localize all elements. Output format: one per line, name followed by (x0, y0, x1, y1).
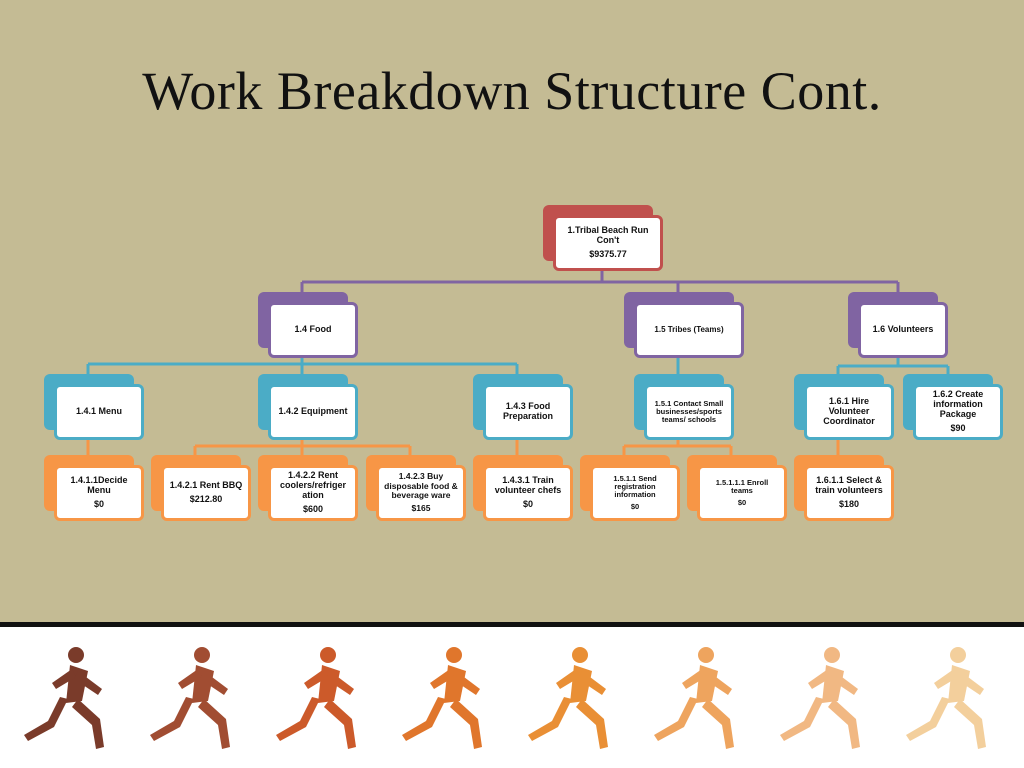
wbs-node-1-4-1-menu: 1.4.1 Menu (44, 374, 144, 440)
wbs-node-1-4-2-1-rent-bbq: 1.4.2.1 Rent BBQ $212.80 (151, 455, 251, 521)
wbs-node-1-4-2-3-buy-disposable: 1.4.2.3 Buy disposable food & beverage w… (366, 455, 466, 521)
level1-connectors (300, 268, 900, 292)
node-label: 1.5.1.1.1 Enroll teams (715, 477, 769, 495)
node-cost: $212.80 (189, 494, 223, 504)
wbs-node-1-6-1-hire-coordinator: 1.6.1 Hire Volunteer Coordinator (794, 374, 894, 440)
node-box: 1.4.3 Food Preparation (483, 384, 573, 440)
node-box: 1.6.1 Hire Volunteer Coordinator (804, 384, 894, 440)
node-box: 1.4.2.3 Buy disposable food & beverage w… (376, 465, 466, 521)
node-box: 1.5.1.1 Send registration information $0 (590, 465, 680, 521)
node-box: 1.4 Food (268, 302, 358, 358)
runner-figure (24, 647, 104, 749)
runner-figure (402, 647, 482, 749)
node-box: 1.5 Tribes (Teams) (634, 302, 744, 358)
runner-figures (24, 647, 986, 749)
wbs-node-1-6-1-1-select-train: 1.6.1.1 Select & train volunteers $180 (794, 455, 894, 521)
node-label: 1.4.2.2 Rent coolers/refriger ation (279, 470, 347, 500)
node-label: 1.4.2.3 Buy disposable food & beverage w… (384, 471, 458, 500)
node-cost: $0 (522, 498, 533, 509)
node-box: 1.6 Volunteers (858, 302, 948, 358)
wbs-node-1-5-1-contact: 1.5.1 Contact Small businesses/sports te… (634, 374, 734, 440)
level2-connectors (86, 356, 950, 374)
node-label: 1.4.1.1Decide Menu (70, 475, 128, 496)
node-label: 1.6 Volunteers (872, 324, 934, 335)
node-label: 1.5.1.1 Send registration information (613, 473, 657, 499)
node-label: 1.4.3.1 Train volunteer chefs (494, 475, 562, 496)
node-label: 1.4.1 Menu (75, 406, 122, 417)
node-cost: $0 (93, 498, 104, 509)
node-label: 1.4.2 Equipment (278, 406, 348, 417)
node-cost: $600 (302, 503, 324, 514)
wbs-node-1-4-1-1-decide-menu: 1.4.1.1Decide Menu $0 (44, 455, 144, 521)
node-label: 1.6.1.1 Select & train volunteers (815, 475, 883, 496)
footer-banner (0, 622, 1024, 768)
node-box: 1.4.2 Equipment (268, 384, 358, 440)
level3-connectors (86, 438, 840, 455)
runner-figure (906, 647, 986, 749)
runner-figure (276, 647, 356, 749)
wbs-node-1-4-3-food-preparation: 1.4.3 Food Preparation (473, 374, 573, 440)
node-box: 1.4.1.1Decide Menu $0 (54, 465, 144, 521)
runner-figure (528, 647, 608, 749)
runner-figure (654, 647, 734, 749)
node-cost: $0 (737, 498, 747, 508)
wbs-node-1-6-2-information-package: 1.6.2 Create information Package $90 (903, 374, 1003, 440)
slide-title: Work Breakdown Structure Cont. (142, 61, 882, 121)
node-cost: $180 (838, 498, 860, 509)
node-box: 1.4.2.2 Rent coolers/refriger ation $600 (268, 465, 358, 521)
wbs-node-1-5-1-1-1-enroll-teams: 1.5.1.1.1 Enroll teams $0 (687, 455, 787, 521)
node-label: 1.5.1 Contact Small businesses/sports te… (654, 398, 724, 425)
wbs-node-1-5-1-1-send-registration: 1.5.1.1 Send registration information $0 (580, 455, 680, 521)
node-box: 1.5.1 Contact Small businesses/sports te… (644, 384, 734, 440)
node-label: 1.Tribal Beach Run Con't (567, 225, 649, 246)
wbs-node-1-4-food: 1.4 Food (258, 292, 358, 358)
wbs-node-1-6-volunteers: 1.6 Volunteers (848, 292, 948, 358)
node-box: 1.6.2 Create information Package $90 (913, 384, 1003, 440)
node-box: 1.Tribal Beach Run Con't $9375.77 (553, 215, 663, 271)
node-cost: $0 (630, 502, 640, 512)
node-box: 1.4.3.1 Train volunteer chefs $0 (483, 465, 573, 521)
node-cost: $90 (950, 422, 966, 433)
node-label: 1.4 Food (294, 324, 332, 335)
node-label: 1.6.2 Create information Package (932, 389, 984, 419)
wbs-node-1-4-2-equipment: 1.4.2 Equipment (258, 374, 358, 440)
wbs-node-1-5-tribes: 1.5 Tribes (Teams) (624, 292, 744, 358)
running-figures-icon (24, 647, 986, 749)
node-label: 1.4.3 Food Preparation (502, 401, 553, 421)
node-label: 1.5 Tribes (Teams) (654, 324, 724, 334)
wbs-node-tribal-beach-run: 1.Tribal Beach Run Con't $9375.77 (543, 205, 663, 271)
node-box: 1.5.1.1.1 Enroll teams $0 (697, 465, 787, 521)
node-label: 1.4.2.1 Rent BBQ (169, 480, 243, 491)
node-cost: $9375.77 (589, 248, 627, 259)
wbs-node-1-4-3-1-train-chefs: 1.4.3.1 Train volunteer chefs $0 (473, 455, 573, 521)
node-box: 1.4.2.1 Rent BBQ $212.80 (161, 465, 251, 521)
node-box: 1.6.1.1 Select & train volunteers $180 (804, 465, 894, 521)
node-cost: $165 (411, 503, 431, 514)
runner-figure (780, 647, 860, 749)
node-box: 1.4.1 Menu (54, 384, 144, 440)
runner-figure (150, 647, 230, 749)
node-label: 1.6.1 Hire Volunteer Coordinator (823, 396, 875, 426)
wbs-node-1-4-2-2-rent-coolers: 1.4.2.2 Rent coolers/refriger ation $600 (258, 455, 358, 521)
